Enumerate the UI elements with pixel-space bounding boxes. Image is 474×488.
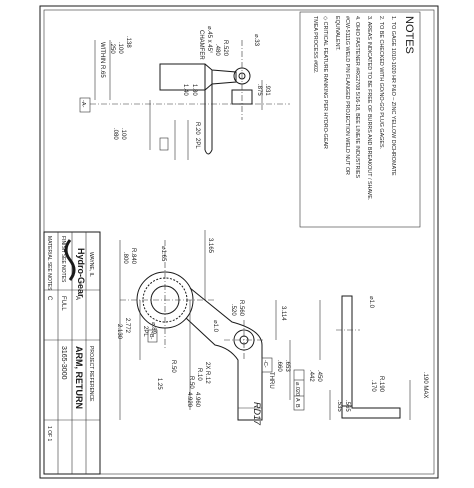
- dim-text: 2.130: [116, 324, 122, 340]
- note-line: 2. TO BE CHECKED WITH GO/NO-GO PLUG GAGE…: [378, 16, 384, 149]
- dim-text: .800: [122, 252, 128, 264]
- dim-text: .875: [256, 84, 262, 96]
- dim-text: 2PL: [194, 138, 200, 149]
- dim-text: R.10: [196, 368, 202, 381]
- dim-text: 2X R.12: [204, 362, 210, 384]
- dim-text: .565: [344, 400, 350, 412]
- company-name: Hydro-Gear: [76, 248, 86, 298]
- note-line: 3. AREAS INDICATED TO BE FREE OF BURRS A…: [366, 16, 372, 200]
- dim-text: .170: [370, 380, 376, 392]
- sheet-inner-border: [43, 9, 435, 475]
- dim-text: ⌀.89: [150, 322, 156, 335]
- dim-text: 3.114: [280, 306, 286, 321]
- dim-text: .080: [112, 128, 118, 140]
- dim-text: 1.25: [156, 378, 162, 390]
- drawing-title: ARM, RETURN: [74, 346, 84, 409]
- note-line: #CW-5111G WELD PIN FLANGED PROJECTION WE…: [344, 16, 350, 175]
- arm-outline: [185, 287, 263, 421]
- company-address: WAYNE, IL: [88, 252, 94, 277]
- tab-foot: [341, 406, 401, 419]
- dim-text: .250: [109, 42, 115, 54]
- arm-edge-view: [341, 295, 353, 407]
- arm-outline-side: [159, 63, 237, 91]
- dim-text: .535: [336, 400, 342, 412]
- part-number: 3165-3000: [60, 346, 67, 380]
- main-view: 3.165 ⌀1.65 R.840 .800 3.114 2.772 2.130…: [116, 230, 305, 421]
- arm-bend: [204, 149, 213, 155]
- dim-text: R.20: [194, 122, 200, 135]
- title-block: Hydro-Gear WAYNE, IL MATERIAL SEE NOTES …: [43, 231, 101, 475]
- fcf-text: ⌀.020: [294, 382, 300, 396]
- finish-label: FINISH SEE NOTES: [60, 236, 66, 283]
- dim-text: .931: [264, 84, 270, 96]
- dim-text: CHAMFER: [198, 30, 204, 60]
- datum-box: [147, 329, 158, 343]
- fcf-datum: A: [294, 398, 300, 402]
- dim-text: ⌀1.65: [160, 246, 166, 262]
- sheet-label: 1 OF 1: [46, 426, 52, 442]
- handwritten-mark: RD17: [252, 402, 262, 426]
- dim-text: THRU: [268, 372, 274, 389]
- note-line: 1. TO GAGE 1010-1020 HR P&O – ZINC YELLO…: [390, 16, 396, 176]
- dim-text: 2.772: [124, 318, 130, 334]
- note-line: EQUIVALENT.: [334, 16, 340, 51]
- notes-block: NOTES 1. TO GAGE 1010-1020 HR P&O – ZINC…: [299, 11, 421, 228]
- dim-text: R.50: [188, 376, 194, 389]
- datum-box: [159, 137, 169, 151]
- dim-text: ⌀1.0: [212, 320, 218, 333]
- note-line: TMEA PROCESS #602.: [312, 16, 318, 74]
- note-line: 4. OHIO FASTENER #RG2708 5/16-18, BEE LI…: [354, 16, 360, 178]
- dim-text: R.520: [222, 40, 228, 57]
- dim-text: 2PL: [142, 326, 148, 337]
- dim-text: 3.165: [207, 238, 213, 254]
- material-label: MATERIAL SEE NOTES: [46, 236, 52, 291]
- dim-text: .190 MAX: [422, 372, 428, 398]
- scale-label: FULL: [60, 296, 66, 311]
- dim-text: R.840: [130, 248, 136, 265]
- dim-text: .138: [125, 36, 131, 48]
- sheet-border: [39, 5, 439, 479]
- datum-box: [261, 357, 273, 373]
- dim-text: 4.960: [194, 392, 200, 408]
- project-label: PROJECT REFERENCE: [88, 346, 94, 402]
- dim-text: R.190: [378, 376, 384, 393]
- dim-text: .100: [120, 128, 126, 140]
- dim-text: .442: [308, 370, 314, 382]
- dim-text: 4.920: [186, 392, 192, 408]
- datum-label: -A-: [80, 100, 86, 108]
- hydro-gear-logo: [64, 239, 76, 281]
- note-line: ◇ CRITICAL FEATURE RANKING PER HYDRO-GEA…: [322, 16, 328, 149]
- revision-label: A: [74, 296, 80, 300]
- dim-text: R.560: [238, 300, 244, 317]
- side-view-left: .138 .100 .250 WITHIN R.65 R.520 .480 ⌀.…: [79, 26, 290, 160]
- dim-text: .480: [214, 44, 220, 56]
- dim-text: 1.40: [182, 84, 188, 96]
- datum-label: -C-: [262, 360, 268, 368]
- dim-text: WITHIN R.65: [99, 42, 105, 78]
- dim-text: ⌀.45 x 45°: [206, 26, 212, 54]
- dim-text: .100: [117, 42, 123, 54]
- fcf-datum: B: [294, 404, 300, 408]
- datum-label: -B-: [148, 332, 154, 340]
- size-label: C: [46, 296, 52, 301]
- dim-text: R.50: [170, 360, 176, 373]
- notes-frame: [299, 11, 421, 228]
- dim-text: .660: [276, 360, 282, 372]
- dim-text: .450: [316, 370, 322, 382]
- dim-text: 1.80: [191, 84, 197, 96]
- notes-title: NOTES: [403, 16, 415, 54]
- datum-box: [79, 97, 91, 113]
- dim-text: ⌀.33: [253, 34, 259, 47]
- dim-text: .653: [284, 360, 290, 372]
- dim-text: ⌀1.0: [368, 296, 374, 309]
- dim-text: .520: [230, 304, 236, 316]
- feature-control-frame: [293, 369, 305, 411]
- side-view-right: ⌀1.0 .190 MAX .450 .442 R.190 .170 .565 …: [308, 295, 428, 420]
